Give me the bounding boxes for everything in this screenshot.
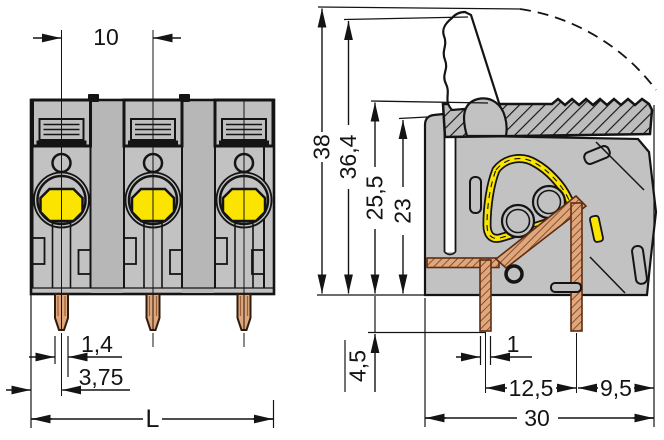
pole-module [31,30,92,396]
dim-pin-width-label: 1,4 [81,331,113,357]
front-dimensions [6,33,275,428]
dim-pitch-label: 10 [93,24,119,50]
dim-height-open-tip-label: 36,4 [335,134,361,179]
side-view: 38 36,4 25,5 23 4,5 1 12,5 9,5 30 [309,6,658,431]
pole-divider [91,102,123,293]
dim-pin-length-label: 4,5 [345,350,371,382]
spring-end [589,214,604,243]
lever-pivot [462,97,508,138]
side-dimensions [317,8,654,423]
mounting-hole [504,264,524,284]
solder-pin-side [479,259,492,332]
dim-length-label: L [146,405,160,433]
side-reference-lines [317,6,655,427]
pole-module [213,98,275,347]
lever-swing-arc [519,8,657,91]
lever-open [442,10,502,112]
dim-height-closed-label: 25,5 [362,176,388,221]
wire-funnel [444,111,456,252]
pole-divider [182,102,214,293]
dim-height-open-label: 38 [309,134,335,160]
busbar [426,194,588,332]
upper-slot [583,145,611,165]
dim-pin-offset-label: 3,75 [79,364,124,390]
dim-pin-spacing-label: 12,5 [509,375,554,401]
pole-module [122,30,184,347]
solder-pin-side [570,202,583,332]
front-view: 10 1,4 3,75 L [6,24,276,433]
wall-slot [469,176,482,214]
dim-height-body-label: 23 [390,198,416,224]
bottom-slot [550,282,582,293]
dim-depth-total-label: 30 [524,405,550,431]
side-slot [631,244,648,285]
dim-depth-rear-label: 9,5 [600,375,632,401]
dim-pin-thickness-label: 1 [507,331,520,357]
